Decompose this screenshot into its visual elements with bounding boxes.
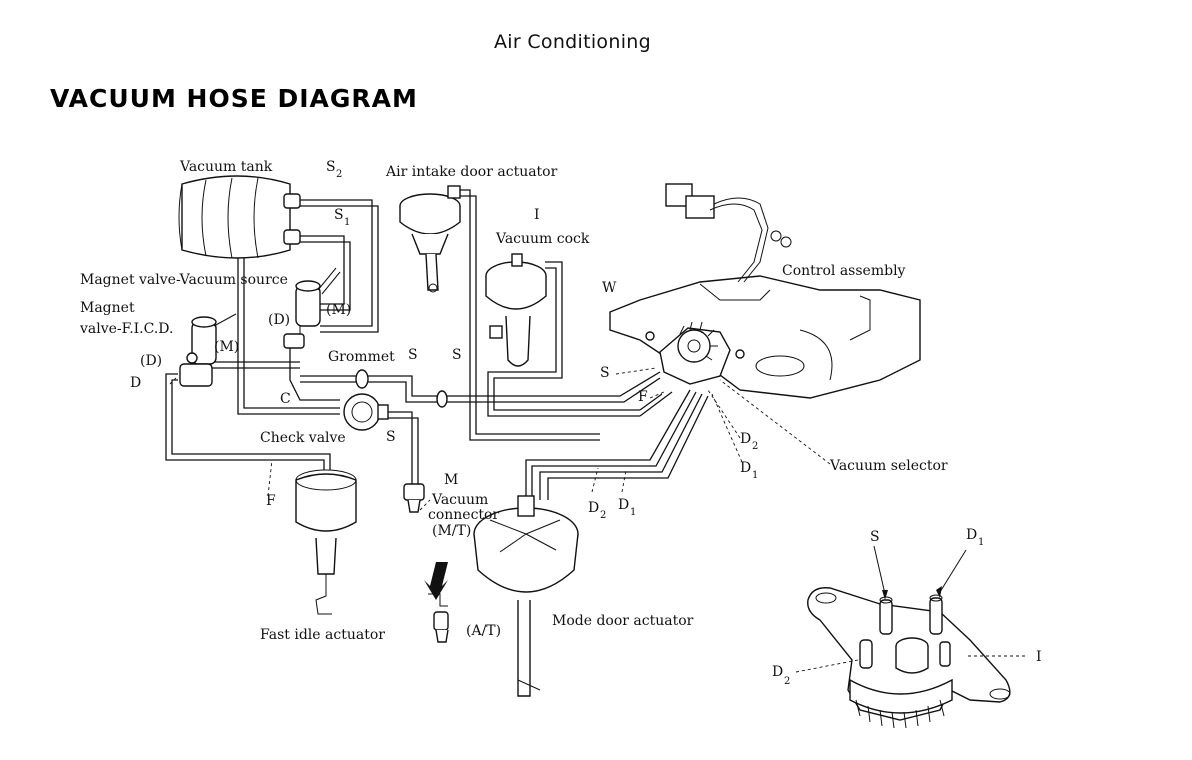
magnet-valve-ficd bbox=[179, 313, 237, 387]
label-inset-i: I bbox=[1036, 649, 1042, 665]
label-m-upper: (M) bbox=[326, 302, 351, 318]
diagram-labels: Vacuum tank S 2 S 1 Air intake door actu… bbox=[79, 159, 1042, 687]
grommet bbox=[355, 369, 448, 408]
label-d1-selector-sub: 1 bbox=[752, 470, 758, 481]
fast-idle-actuator bbox=[295, 469, 357, 615]
label-s-mid-b: S bbox=[452, 347, 462, 363]
vacuum-selector bbox=[659, 321, 745, 385]
vacuum-hoses bbox=[165, 189, 709, 500]
leader-lines bbox=[169, 367, 831, 511]
label-vacuum-selector: Vacuum selector bbox=[829, 458, 948, 474]
vacuum-tank bbox=[178, 175, 301, 259]
vacuum-cock bbox=[485, 253, 547, 367]
label-magnet-valve-vacuum-source: Magnet valve-Vacuum source bbox=[80, 272, 288, 288]
label-vacuum-connector-1: Vacuum bbox=[431, 492, 488, 508]
label-s2-sub: 2 bbox=[336, 169, 342, 180]
label-w: W bbox=[602, 280, 617, 296]
label-inset-d2: D bbox=[772, 664, 783, 680]
label-mode-door-actuator: Mode door actuator bbox=[552, 613, 694, 629]
mode-door-actuator bbox=[473, 495, 579, 697]
label-inset-s: S bbox=[870, 529, 880, 545]
label-grommet: Grommet bbox=[328, 349, 395, 365]
label-d2-mode-sub: 2 bbox=[600, 510, 606, 521]
label-vacuum-cock: Vacuum cock bbox=[495, 231, 590, 247]
label-m-left: (M) bbox=[214, 339, 239, 355]
label-fast-idle-actuator: Fast idle actuator bbox=[260, 627, 385, 643]
label-inset-d2-sub: 2 bbox=[784, 676, 790, 687]
air-intake-door-actuator bbox=[399, 185, 461, 293]
section-heading: Air Conditioning bbox=[494, 31, 651, 53]
label-magnet: Magnet bbox=[80, 300, 135, 316]
label-s1: S bbox=[334, 207, 344, 223]
label-inset-d1-sub: 1 bbox=[978, 537, 984, 548]
label-d-upper: (D) bbox=[268, 312, 290, 328]
magnet-valve-vacuum-source bbox=[283, 267, 341, 349]
label-vacuum-tank: Vacuum tank bbox=[179, 159, 273, 175]
vacuum-selector-inset bbox=[795, 545, 1026, 729]
label-s-check: S bbox=[386, 429, 396, 445]
label-i-top: I bbox=[534, 207, 540, 223]
label-f-selector: F bbox=[638, 389, 648, 405]
label-control-assembly: Control assembly bbox=[782, 263, 906, 279]
label-d1-mode-sub: 1 bbox=[630, 507, 636, 518]
label-c: C bbox=[280, 391, 291, 407]
label-d2-selector-sub: 2 bbox=[752, 441, 758, 452]
label-s-selector: S bbox=[600, 365, 610, 381]
label-s-mid-a: S bbox=[408, 347, 418, 363]
label-at: (A/T) bbox=[466, 623, 501, 639]
label-m-connector: M bbox=[444, 472, 458, 488]
label-f-left: F bbox=[266, 493, 276, 509]
check-valve bbox=[343, 393, 389, 431]
label-s1-sub: 1 bbox=[344, 217, 350, 228]
label-s2: S bbox=[326, 159, 336, 175]
label-vacuum-connector-2: connector bbox=[428, 507, 499, 523]
label-d2-mode: D bbox=[588, 500, 599, 516]
label-check-valve: Check valve bbox=[260, 430, 346, 446]
label-vacuum-connector-3: (M/T) bbox=[432, 523, 471, 539]
vacuum-connector bbox=[403, 483, 449, 643]
label-d1-mode: D bbox=[618, 497, 629, 513]
label-d-left: (D) bbox=[140, 353, 162, 369]
label-d2-selector: D bbox=[740, 431, 751, 447]
label-inset-d1: D bbox=[966, 527, 977, 543]
label-d1-selector: D bbox=[740, 460, 751, 476]
page-title: VACUUM HOSE DIAGRAM bbox=[50, 84, 418, 113]
label-air-intake-door-actuator: Air intake door actuator bbox=[385, 164, 558, 180]
label-magnet-valve-ficd: valve-F.I.C.D. bbox=[79, 321, 173, 337]
label-d-dash: D bbox=[130, 375, 141, 391]
control-assembly bbox=[609, 183, 921, 399]
